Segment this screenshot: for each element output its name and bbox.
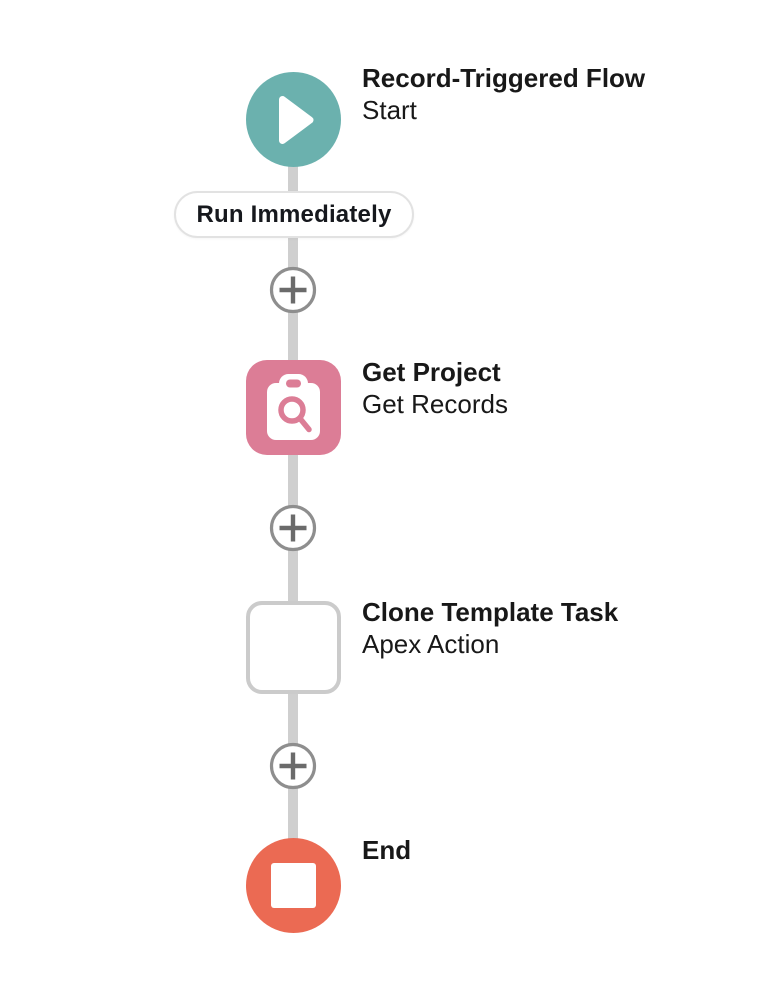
end-node[interactable]: [246, 838, 341, 933]
clone-template-task-node[interactable]: [246, 601, 341, 694]
stop-icon: [246, 838, 341, 933]
get-project-subtitle: Get Records: [362, 389, 508, 419]
run-immediately-label: Run Immediately: [196, 200, 392, 228]
start-node[interactable]: [246, 72, 341, 167]
play-icon: [246, 72, 341, 167]
start-node-title: Record-Triggered Flow: [362, 63, 646, 93]
start-node-subtitle: Start: [362, 95, 417, 125]
get-project-title: Get Project: [362, 357, 501, 387]
clone-template-task-label: Clone Template Task Apex Action: [362, 596, 618, 660]
end-node-label: End: [362, 834, 411, 866]
clipboard-search-icon: [246, 360, 341, 455]
plus-icon: [268, 503, 318, 553]
add-element-button-1[interactable]: [268, 265, 318, 315]
add-element-button-3[interactable]: [268, 741, 318, 791]
end-node-title: End: [362, 835, 412, 865]
add-element-button-2[interactable]: [268, 503, 318, 553]
get-project-node[interactable]: [246, 360, 341, 455]
get-project-label: Get Project Get Records: [362, 356, 508, 420]
clone-template-task-subtitle: Apex Action: [362, 629, 500, 659]
plus-icon: [268, 265, 318, 315]
run-immediately-badge[interactable]: Run Immediately: [174, 191, 414, 238]
clone-template-task-title: Clone Template Task: [362, 597, 619, 627]
connector-line-start-to-get: [288, 165, 298, 362]
start-node-label: Record-Triggered Flow Start: [362, 62, 645, 126]
plus-icon: [268, 741, 318, 791]
